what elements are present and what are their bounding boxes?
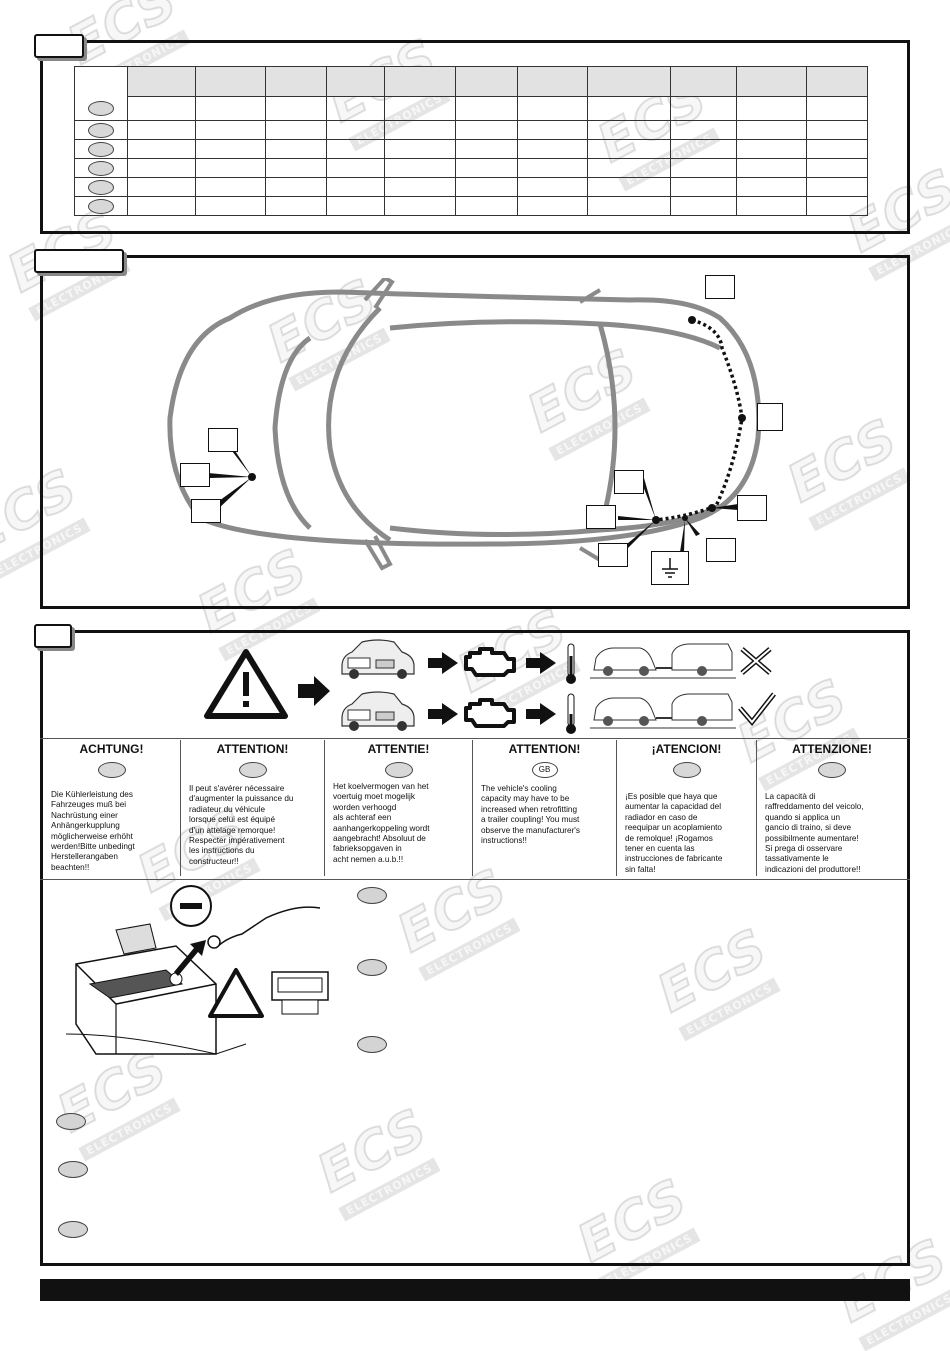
arrow-icon: [428, 652, 458, 674]
table-row: [74, 196, 868, 216]
warning-text: Die Kühlerleistung des Fahrzeuges muß be…: [51, 790, 135, 872]
car-front-image: [341, 691, 415, 731]
callout-box: [614, 470, 644, 494]
table-row: [74, 139, 868, 159]
callout-box: [598, 543, 628, 567]
country-flag-oval: [384, 762, 413, 778]
warning-text: Het koelvermogen van het voertuig moet m…: [333, 782, 430, 864]
callout-box: [586, 505, 616, 529]
callout-box: [191, 499, 221, 523]
table-panel: [40, 40, 910, 234]
country-flag-oval: [87, 198, 114, 214]
callout-box: [757, 403, 783, 431]
ground-symbol-icon: [662, 558, 678, 578]
callout-box: [737, 495, 767, 521]
engine-icon: [464, 698, 516, 728]
car-top-view: [167, 278, 762, 571]
warning-triangle-icon: [208, 968, 264, 1018]
warning-title: ACHTUNG!: [79, 742, 144, 756]
warning-text: La capacità di raffreddamento del veicol…: [765, 792, 864, 874]
fitting-table: [74, 66, 868, 216]
footer-bar: [40, 1279, 910, 1301]
language-oval: [56, 1113, 86, 1130]
country-flag-oval: [87, 160, 114, 176]
country-flag-oval: [97, 762, 126, 778]
country-flag-oval: GB: [531, 762, 558, 778]
language-oval: [357, 887, 387, 904]
arrow-icon: [526, 652, 556, 674]
warning-text: ¡Es posible que haya que aumentar la cap…: [625, 792, 723, 874]
country-flag-oval: [87, 141, 114, 157]
callout-box: [180, 463, 210, 487]
warning-text: Il peut s'avérer nécessaire d'augmenter …: [189, 784, 294, 866]
language-oval: [357, 959, 387, 976]
country-flag-oval: [87, 179, 114, 195]
section-tag-1: [34, 34, 84, 58]
warning-title: ATTENTION!: [216, 742, 289, 756]
section-tag-3: [34, 624, 72, 648]
table-row: [74, 177, 868, 197]
country-flag-oval: [239, 762, 267, 778]
arrow-icon: [298, 676, 330, 706]
warning-column-fr: ATTENTION! Il peut s'avérer nécessaire d…: [181, 740, 325, 876]
country-flag-oval: [672, 762, 701, 778]
country-flag-oval: [87, 100, 114, 116]
warning-triangle-icon: [204, 649, 288, 719]
thermometer-icon: [566, 643, 576, 684]
warning-title: ATTENTIE!: [367, 742, 430, 756]
warning-column-it: ATTENZIONE! La capacità di raffreddament…: [757, 740, 907, 876]
warning-panel: [40, 630, 910, 1266]
callout-box: [706, 538, 736, 562]
warning-text-band: [40, 738, 910, 880]
warning-column-de: ACHTUNG! Die Kühlerleistung des Fahrzeug…: [43, 740, 181, 876]
check-mark-icon: [738, 692, 776, 726]
callout-box: [705, 275, 735, 299]
table-row: [74, 96, 868, 121]
battery-disconnect-illustration: [66, 885, 321, 1055]
language-oval: [58, 1161, 88, 1178]
language-oval: [357, 1036, 387, 1053]
table-row: [74, 120, 868, 140]
warning-column-es: ¡ATENCION! ¡Es posible que haya que aume…: [617, 740, 757, 876]
engine-icon: [464, 647, 516, 677]
warning-column-nl: ATTENTIE! Het koelvermogen van het voert…: [325, 740, 473, 876]
car-towing-caravan-image: [590, 643, 736, 679]
warning-text: The vehicle's cooling capacity may have …: [481, 784, 580, 846]
warning-title: ATTENTION!: [508, 742, 581, 756]
table-header-row: [74, 66, 868, 97]
arrow-icon: [428, 703, 458, 725]
warning-title: ¡ATENCION!: [651, 742, 722, 756]
section-tag-2: [34, 249, 124, 273]
ground-callout-box: [651, 551, 689, 585]
x-mark-icon: [740, 647, 772, 675]
warning-column-gb: ATTENTION! GB The vehicle's cooling capa…: [473, 740, 617, 876]
country-flag-oval: [818, 762, 846, 778]
car-front-image: [341, 639, 415, 679]
warning-title: ATTENZIONE!: [792, 742, 872, 756]
wiring-harness-route: [655, 318, 744, 522]
arrow-icon: [526, 703, 556, 725]
country-flag-oval: [87, 122, 114, 138]
thermometer-icon: [566, 693, 576, 734]
car-towing-caravan-image: [590, 693, 736, 729]
callout-box: [208, 428, 238, 452]
car-diagram-panel: [40, 255, 910, 609]
language-oval: [58, 1221, 88, 1238]
table-row: [74, 158, 868, 178]
radio-code-icon: [271, 971, 329, 1015]
